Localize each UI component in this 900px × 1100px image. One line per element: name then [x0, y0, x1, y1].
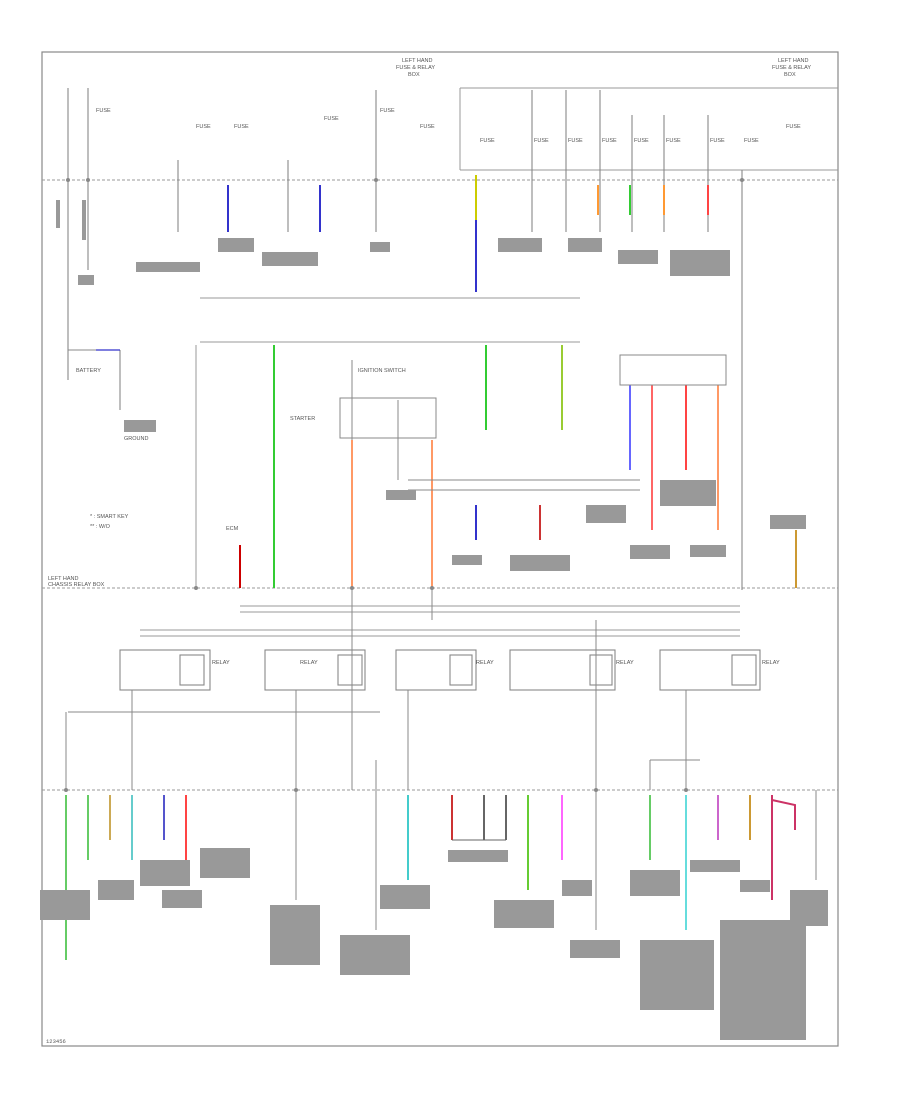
svg-text:FUSE: FUSE [786, 124, 801, 130]
svg-text:** : W/O: ** : W/O [90, 524, 111, 530]
svg-text:RELAY: RELAY [300, 660, 318, 666]
colored-wires-bottom [65, 795, 796, 960]
svg-text:GROUND: GROUND [124, 436, 148, 442]
svg-text:RELAY: RELAY [476, 660, 494, 666]
svg-text:FUSE: FUSE [196, 124, 211, 130]
svg-text:FUSE: FUSE [324, 116, 339, 122]
svg-text:FUSE: FUSE [634, 138, 649, 144]
svg-text:LEFT HAND: LEFT HAND [48, 576, 78, 582]
svg-text:FUSE: FUSE [480, 138, 495, 144]
svg-text:FUSE & RELAY: FUSE & RELAY [772, 65, 811, 71]
junction-dots [64, 178, 744, 792]
svg-text:RELAY: RELAY [762, 660, 780, 666]
svg-text:RELAY: RELAY [212, 660, 230, 666]
svg-text:CHASSIS RELAY BOX: CHASSIS RELAY BOX [48, 582, 105, 588]
top-left-fuse-labels: FUSE FUSE FUSE FUSE FUSE FUSE [96, 108, 435, 130]
middle-wires [239, 345, 797, 588]
svg-text:FUSE & RELAY: FUSE & RELAY [396, 65, 435, 71]
svg-text:FUSE: FUSE [380, 108, 395, 114]
svg-text:STARTER: STARTER [290, 416, 315, 422]
svg-text:* : SMART KEY: * : SMART KEY [90, 514, 129, 520]
header-top-right: LEFT HAND FUSE & RELAY BOX [772, 58, 811, 78]
svg-text:FUSE: FUSE [420, 124, 435, 130]
misc-labels: BATTERY GROUND IGNITION SWITCH STARTER E… [76, 368, 406, 532]
svg-text:FUSE: FUSE [534, 138, 549, 144]
svg-text:FUSE: FUSE [96, 108, 111, 114]
svg-text:BATTERY: BATTERY [76, 368, 101, 374]
relay-labels: RELAY RELAY RELAY RELAY RELAY [212, 660, 780, 666]
top-right-fuse-labels: FUSE FUSE FUSE FUSE FUSE FUSE FUSE FUSE … [480, 124, 801, 144]
diagram-border [41, 51, 839, 1047]
label-ticks [40, 200, 828, 1040]
header-mid-left: LEFT HAND CHASSIS RELAY BOX [48, 576, 105, 588]
lower-verticals [65, 620, 817, 930]
relay-blocks [119, 649, 761, 691]
svg-text:RELAY: RELAY [616, 660, 634, 666]
harness-lines [42, 87, 838, 791]
colored-wires-top [96, 175, 709, 351]
svg-text:FUSE: FUSE [710, 138, 725, 144]
legend: * : SMART KEY ** : W/O [90, 514, 129, 530]
svg-text:FUSE: FUSE [568, 138, 583, 144]
svg-text:FUSE: FUSE [666, 138, 681, 144]
svg-text:FUSE: FUSE [744, 138, 759, 144]
middle-structure [339, 354, 727, 790]
svg-text:LEFT HAND: LEFT HAND [402, 58, 432, 64]
footer-code: 123456 [46, 1038, 66, 1045]
svg-text:LEFT HAND: LEFT HAND [778, 58, 808, 64]
svg-text:BOX: BOX [784, 72, 796, 78]
svg-text:ECM: ECM [226, 526, 239, 532]
header-top-center: LEFT HAND FUSE & RELAY BOX [396, 58, 435, 78]
svg-text:FUSE: FUSE [602, 138, 617, 144]
svg-text:IGNITION SWITCH: IGNITION SWITCH [358, 368, 406, 374]
svg-text:FUSE: FUSE [234, 124, 249, 130]
top-left-wires [67, 88, 743, 590]
svg-text:BOX: BOX [408, 72, 420, 78]
